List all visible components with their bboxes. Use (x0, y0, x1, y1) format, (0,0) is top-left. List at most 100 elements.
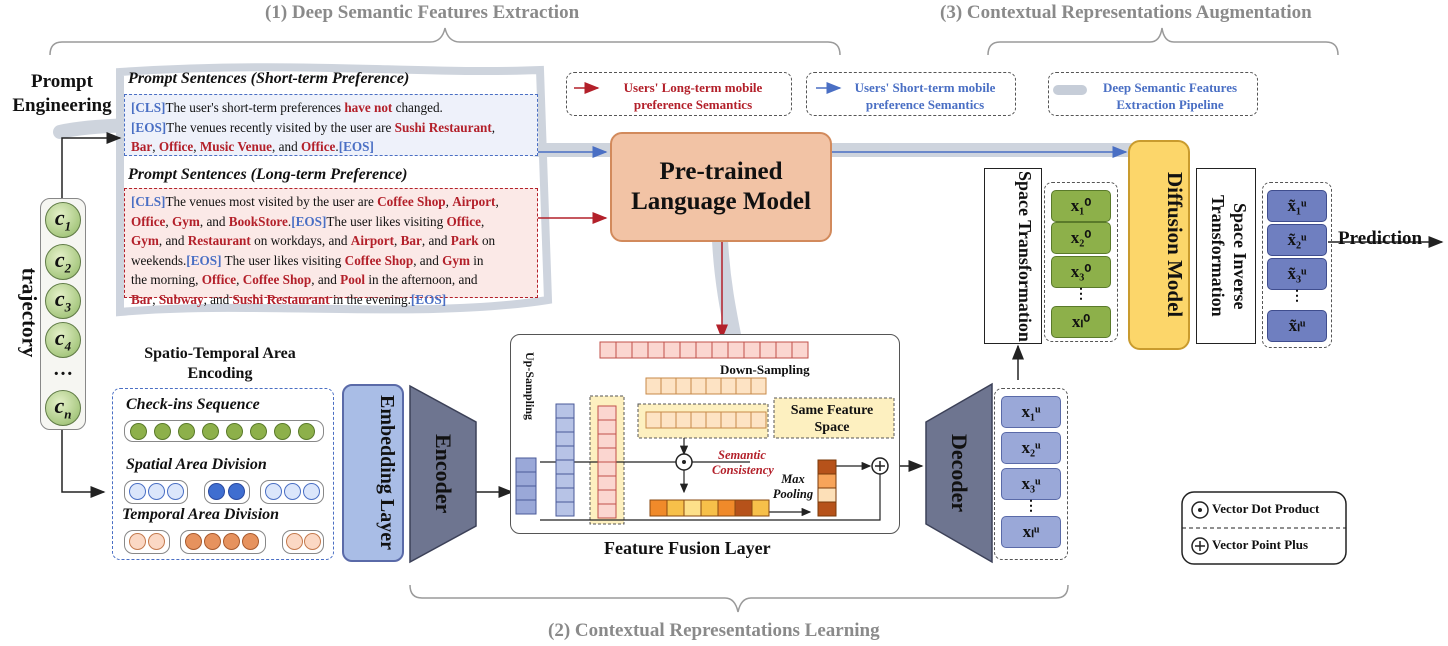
checkin-dot (226, 423, 243, 440)
feature-cell (679, 341, 697, 359)
trajectory-node-3: c3 (45, 283, 81, 319)
feature-cell (666, 499, 685, 517)
feature-cell (759, 341, 777, 359)
feature-cell (817, 473, 837, 489)
x0-tile-3: x₃⁰ (1051, 256, 1111, 288)
checkin-dot (130, 423, 147, 440)
feature-cell (817, 487, 837, 503)
feature-cell (615, 341, 633, 359)
feature-cell (743, 341, 761, 359)
feature-cell (597, 475, 617, 491)
feature-cell (695, 341, 713, 359)
x0-tile-l: xₗ⁰ (1051, 306, 1111, 338)
feature-cell (599, 341, 617, 359)
xu-tile-2: x₂ᵘ (1001, 432, 1061, 464)
feature-cell (675, 377, 692, 395)
short-prompt-title: Prompt Sentences (Short-term Preference) (128, 70, 410, 87)
space-transformation-label: Space Transformation (1015, 170, 1035, 342)
checkin-dot (178, 423, 195, 440)
space-transformation: Space Transformation (984, 168, 1042, 344)
feature-cell (597, 419, 617, 435)
decoder-label-wrap: Decoder (924, 382, 994, 564)
temporal-dot (129, 533, 146, 550)
x0-tile-2: x₂⁰ (1051, 222, 1111, 254)
feature-cell (700, 499, 719, 517)
trajectory-node-4: c4 (45, 322, 81, 358)
feature-cell (555, 473, 575, 489)
space-inverse-transformation: Space Inverse Transformation (1196, 168, 1256, 344)
spatial-group-2 (204, 480, 250, 504)
stage1-title: (1) Deep Semantic Features Extraction (265, 2, 580, 23)
xt-tile-l: x̃ₗᵘ (1267, 310, 1327, 342)
temporal-group-2 (180, 530, 266, 554)
temporal-dot (223, 533, 240, 550)
plm-label: Pre-trained Language Model (631, 158, 811, 215)
spatial-dot (148, 483, 165, 500)
ffl-up-sampling: Up-Sampling (523, 352, 537, 421)
feature-cell (817, 459, 837, 475)
trajectory-node-n: cn (45, 390, 81, 426)
xu-ellipsis: ⋮ (1024, 499, 1038, 514)
feature-cell (597, 503, 617, 519)
temporal-dot (185, 533, 202, 550)
feature-cell (727, 341, 745, 359)
feature-cell (645, 377, 662, 395)
long-prompt-title: Prompt Sentences (Long-term Preference) (128, 166, 408, 183)
spatial-dot (129, 483, 146, 500)
ffl-title: Feature Fusion Layer (604, 538, 771, 558)
feature-cell (645, 411, 662, 429)
feature-cell (597, 433, 617, 449)
feature-cell (555, 417, 575, 433)
feature-cell (690, 411, 707, 429)
op-plus-label: Vector Point Plus (1212, 537, 1309, 552)
feature-cell (675, 411, 692, 429)
feature-cell (515, 457, 537, 473)
x0-group (1044, 182, 1118, 342)
embedding-label: Embedding Layer (376, 395, 398, 551)
space-inverse-label: Space Inverse Transformation (1208, 195, 1250, 317)
feature-cell (515, 499, 537, 515)
temporal-dot (148, 533, 165, 550)
ffl-maxpool: Max Pooling (772, 472, 814, 501)
temporal-dot (242, 533, 259, 550)
feature-cell (705, 377, 722, 395)
feature-cell (597, 447, 617, 463)
xt-ellipsis: ⋮ (1290, 289, 1304, 304)
xt-group (1262, 182, 1332, 348)
temporal-label: Temporal Area Division (122, 506, 280, 523)
encoder-label-wrap: Encoder (408, 384, 478, 564)
decoder-shape (925, 382, 993, 564)
legend-long-term: Users' Long-term mobile preference Seman… (566, 72, 792, 116)
prediction-label: Prediction (1338, 228, 1423, 249)
feature-cell (660, 377, 677, 395)
feature-cell (647, 341, 665, 359)
temporal-dot (204, 533, 221, 550)
checkin-dot (202, 423, 219, 440)
feature-cell (775, 341, 793, 359)
plm-box: Pre-trained Language Model (610, 132, 832, 242)
stage-braces (49, 27, 1339, 613)
short-prompt-box: [CLS]The user's short-term preferences h… (124, 94, 538, 156)
feature-cell (597, 461, 617, 477)
checkin-dot (298, 423, 315, 440)
feature-cell (720, 377, 737, 395)
spatial-dot (265, 483, 282, 500)
spatial-dot (228, 483, 245, 500)
feature-cell (555, 459, 575, 475)
feature-cell (649, 499, 668, 517)
xt-tile-1: x̃₁ᵘ (1267, 190, 1327, 222)
feature-cell (735, 377, 752, 395)
feature-cell (555, 487, 575, 503)
xt-tile-2: x̃₂ᵘ (1267, 224, 1327, 256)
feature-cell (663, 341, 681, 359)
st-encoding-box (112, 388, 334, 560)
temporal-group-3 (282, 530, 324, 554)
legend-pipeline: Deep Semantic Features Extraction Pipeli… (1048, 72, 1258, 116)
ffl-down-sampling: Down-Sampling (720, 362, 810, 377)
feature-cell (791, 341, 809, 359)
trajectory-node-1: c1 (45, 202, 81, 238)
feature-cell (597, 489, 617, 505)
spatial-dot (303, 483, 320, 500)
diffusion-label: Diffusion Model (1163, 172, 1187, 318)
feature-cell (597, 405, 617, 421)
